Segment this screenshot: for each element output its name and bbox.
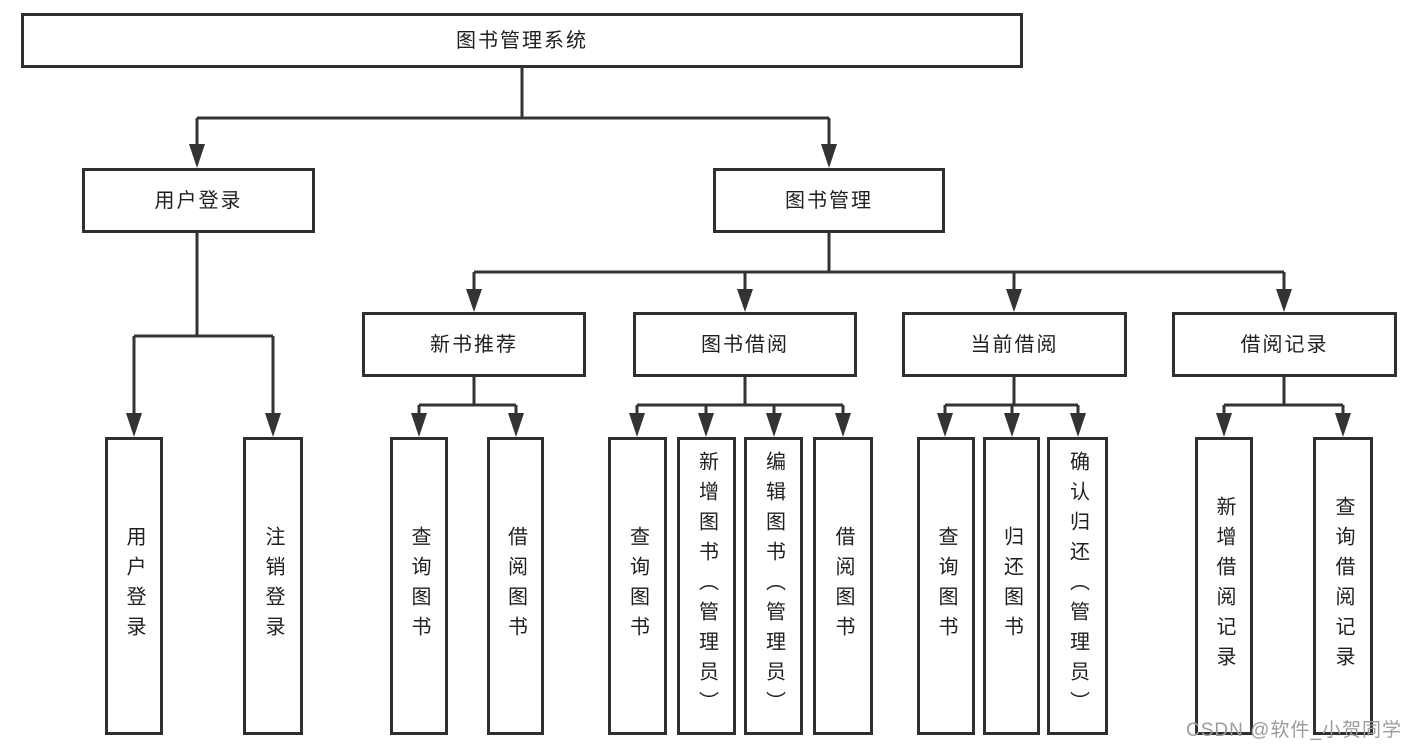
node-user-login-label: 用户登录 (154, 189, 243, 212)
leaf-return-book: 归还图书 (983, 437, 1040, 735)
node-borrow-records: 借阅记录 (1172, 312, 1397, 377)
leaf-query-borrow-record: 查询借阅记录 (1313, 437, 1373, 735)
node-user-login: 用户登录 (82, 168, 315, 233)
node-book-borrow: 图书借阅 (633, 312, 857, 377)
node-book-management-label: 图书管理 (785, 189, 873, 212)
leaf-query-book-recommend-label: 查询图书 (408, 526, 430, 646)
leaf-borrow-book: 借阅图书 (813, 437, 873, 735)
leaf-logout: 注销登录 (243, 437, 303, 735)
leaf-user-login-label: 用户登录 (123, 526, 145, 646)
leaf-borrow-book-recommend-label: 借阅图书 (504, 526, 527, 646)
node-book-borrow-label: 图书借阅 (701, 333, 789, 356)
node-new-book-recommend-label: 新书推荐 (430, 333, 518, 356)
leaf-borrow-book-recommend: 借阅图书 (487, 437, 544, 735)
node-book-management: 图书管理 (713, 168, 945, 233)
leaf-add-borrow-record: 新增借阅记录 (1195, 437, 1253, 735)
node-root-system: 图书管理系统 (21, 13, 1023, 68)
leaf-user-login: 用户登录 (105, 437, 163, 735)
leaf-add-book-admin-label: 新增图书（管理员） (695, 451, 718, 721)
csdn-watermark: CSDN @软件_小贺同学 (1186, 720, 1402, 741)
node-current-borrow-label: 当前借阅 (970, 333, 1059, 356)
arrowhead-icons (126, 144, 1351, 437)
leaf-confirm-return-admin: 确认归还（管理员） (1047, 437, 1108, 735)
leaf-edit-book-admin: 编辑图书（管理员） (744, 437, 803, 735)
node-root-label: 图书管理系统 (456, 29, 588, 52)
leaf-query-book-current-label: 查询图书 (935, 526, 957, 646)
leaf-add-borrow-record-label: 新增借阅记录 (1213, 496, 1235, 676)
leaf-borrow-book-label: 借阅图书 (832, 526, 854, 646)
node-borrow-records-label: 借阅记录 (1240, 333, 1329, 356)
node-current-borrow: 当前借阅 (902, 312, 1127, 377)
leaf-query-book-current: 查询图书 (917, 437, 975, 735)
leaf-query-book-borrow-label: 查询图书 (626, 526, 649, 646)
leaf-edit-book-admin-label: 编辑图书（管理员） (762, 451, 785, 721)
leaf-query-book-recommend: 查询图书 (390, 437, 448, 735)
node-new-book-recommend: 新书推荐 (362, 312, 586, 377)
leaf-logout-label: 注销登录 (262, 526, 284, 646)
leaf-confirm-return-admin-label: 确认归还（管理员） (1066, 451, 1089, 721)
leaf-return-book-label: 归还图书 (1000, 526, 1023, 646)
leaf-add-book-admin: 新增图书（管理员） (677, 437, 736, 735)
leaf-query-borrow-record-label: 查询借阅记录 (1332, 496, 1354, 676)
leaf-query-book-borrow: 查询图书 (608, 437, 667, 735)
